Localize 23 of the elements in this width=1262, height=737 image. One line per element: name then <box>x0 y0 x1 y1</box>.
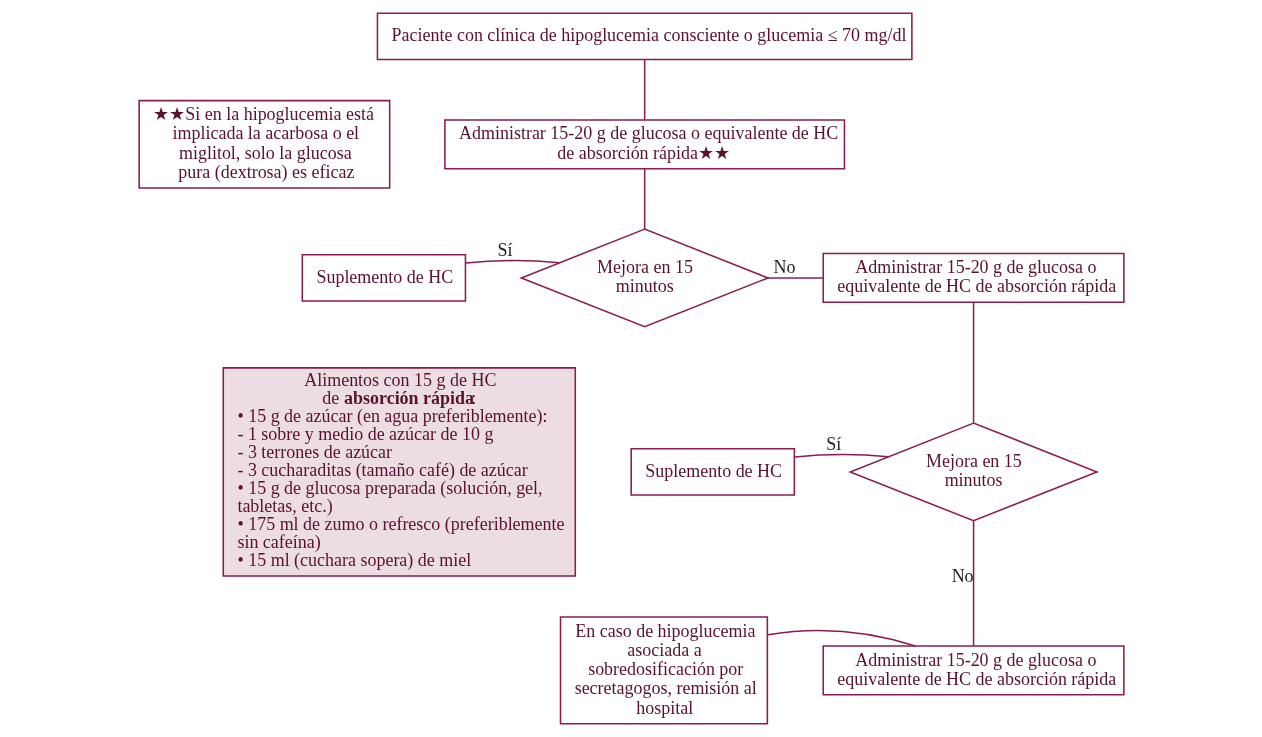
node-box: Suplemento de HC <box>629 448 795 496</box>
node-box: Administrar 15-20 g de glucosa o equivalente de HC de absorción rápida <box>821 645 1125 696</box>
node-box: En caso de hipoglucemia asociada a sobredosificación por secretagogos, remisión al hospital <box>559 616 768 725</box>
node-diamond: Mejora en 15 minutos <box>847 422 1099 522</box>
node-box: Suplemento de HC <box>301 254 466 302</box>
edge-label: Sí <box>825 433 841 454</box>
connector <box>972 301 974 424</box>
edge-label: No <box>951 566 974 587</box>
node-box: ★★Si en la hipoglucemia está implicada la acarbosa o el miglitol, solo la glucosa pura (dextrosa) es eficaz <box>137 99 390 189</box>
connector <box>766 629 916 647</box>
node-box: Administrar 15-20 g de glucosa o equivalente de HC de absorción rápida <box>821 252 1125 304</box>
node-box: Paciente con clínica de hipoglucemia consciente o glucemia ≤ 70 mg/dl <box>376 12 913 61</box>
node-diamond: Mejora en 15 minutos <box>518 228 770 328</box>
connector <box>643 168 645 230</box>
node-box: Administrar 15-20 g de glucosa o equivalente de HC de absorción rápida★★ <box>443 119 845 170</box>
edge-label: Sí <box>496 239 512 260</box>
connector <box>766 277 824 279</box>
connector <box>464 259 560 264</box>
connector <box>972 520 974 647</box>
edge-label: No <box>773 257 796 278</box>
node-box: Alimentos con 15 g de HC de absorción rápida: • 15 g de azúcar (en agua preferiblemente): - 1 sobre y medio de azúcar de 10 g - 3 terrones de azúcar - 3 cucharaditas (tamaño café) de azúcar • 15 g de glucosa preparada (solución, gel, tabletas, etc.) • 175 ml de zumo o refresco (preferiblemente sin cafeína) • 15 ml (cuchara sopera) de miel <box>222 367 576 577</box>
connector <box>643 59 645 121</box>
connector <box>793 453 889 458</box>
